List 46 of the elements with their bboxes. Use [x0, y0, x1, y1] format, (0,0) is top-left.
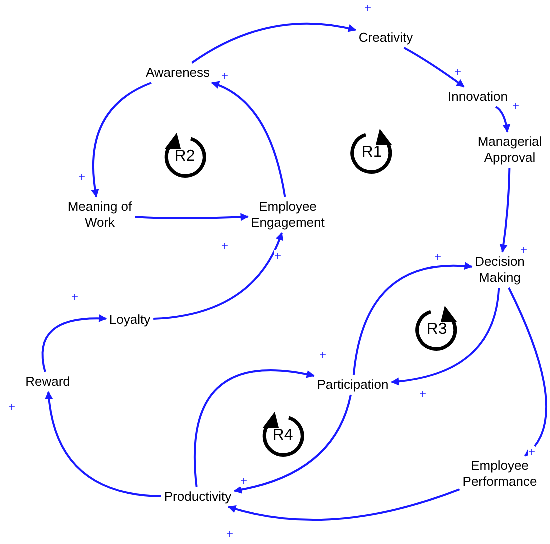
loop-label: R3 — [426, 322, 448, 338]
arrow — [500, 168, 511, 253]
arrow — [42, 314, 108, 372]
arrow — [495, 106, 511, 133]
arrow — [45, 391, 162, 498]
arrow — [404, 47, 465, 88]
polarity-sign: + — [226, 528, 234, 540]
loop-label: R4 — [272, 428, 294, 444]
polarity-sign: + — [512, 100, 520, 112]
polarity-sign: + — [274, 250, 282, 262]
polarity-sign: + — [240, 475, 248, 487]
polarity-sign: + — [222, 70, 228, 82]
variable-label: Decision Making — [463, 253, 537, 287]
variable-label: Reward — [11, 373, 85, 391]
loop-label: R1 — [362, 145, 382, 161]
arrow — [391, 288, 500, 386]
loop-label: R2 — [174, 149, 196, 165]
arrow — [234, 394, 352, 494]
variable-label: Participation — [301, 376, 405, 394]
variable-label: Meaning of Work — [63, 198, 137, 232]
variable-label: Productivity — [146, 488, 250, 506]
arrow — [154, 232, 284, 320]
variable-label: Employee Engagement — [246, 198, 330, 232]
variable-label: Employee Performance — [453, 457, 547, 491]
polarity-sign: + — [528, 446, 536, 458]
arrow — [352, 262, 473, 376]
polarity-sign: + — [454, 66, 462, 78]
variable-label: Loyalty — [93, 311, 167, 329]
arrow — [92, 82, 152, 198]
arrow — [135, 213, 249, 222]
variable-label: Creativity — [339, 29, 433, 47]
polarity-sign: + — [420, 388, 426, 400]
polarity-sign: + — [78, 171, 86, 183]
variable-label: Managerial Approval — [463, 133, 550, 167]
arrow — [211, 82, 286, 198]
polarity-sign: + — [222, 240, 228, 252]
polarity-sign: + — [72, 291, 78, 303]
arrow — [192, 22, 357, 64]
polarity-sign: + — [364, 2, 372, 14]
arrow — [228, 488, 460, 521]
polarity-sign: + — [8, 401, 16, 413]
arrow — [194, 370, 315, 488]
polarity-sign: + — [320, 349, 326, 361]
polarity-sign: + — [520, 244, 528, 256]
arrow — [508, 288, 548, 457]
polarity-sign: + — [434, 251, 442, 263]
